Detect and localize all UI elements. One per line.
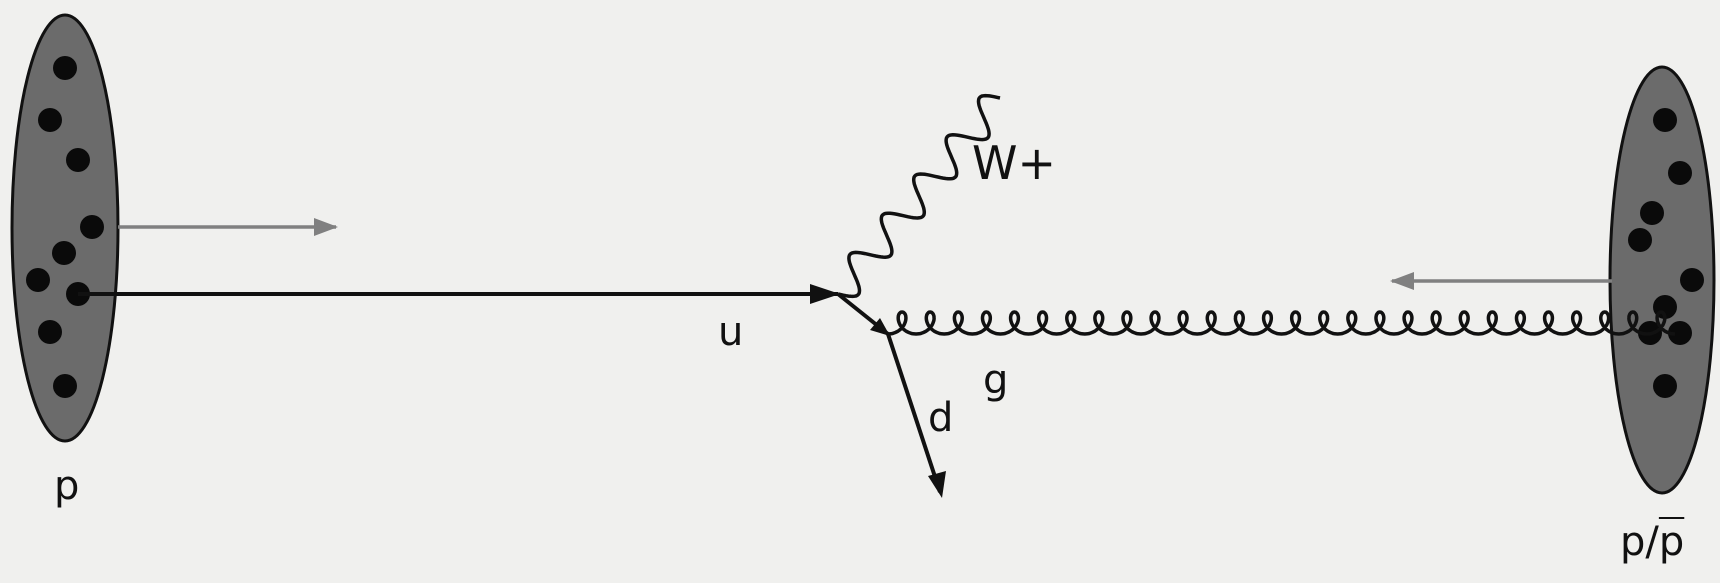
label-d: d [928,398,953,438]
label-g: g [983,360,1008,400]
parton [1668,161,1692,185]
parton [53,374,77,398]
label-right-particle: p/p [1620,522,1684,562]
quark-d-arrowhead [928,471,946,498]
gluon-line [888,312,1675,334]
right-hadron [1610,67,1714,493]
parton [38,108,62,132]
label-left-particle: p [54,466,79,506]
parton [66,148,90,172]
left-hadron [12,15,118,441]
quark-u-arrowhead [810,284,840,304]
parton [26,268,50,292]
parton [38,320,62,344]
label-right-particle-bar: p [1659,519,1684,565]
parton [1653,374,1677,398]
parton [1640,201,1664,225]
parton [1680,268,1704,292]
parton [52,241,76,265]
parton [1628,228,1652,252]
w-boson-line [838,96,1000,297]
parton [53,56,77,80]
label-u: u [718,312,743,352]
label-w-boson: W+ [972,140,1056,186]
parton [80,215,104,239]
label-right-particle-prefix: p/ [1620,519,1659,565]
parton [1653,108,1677,132]
